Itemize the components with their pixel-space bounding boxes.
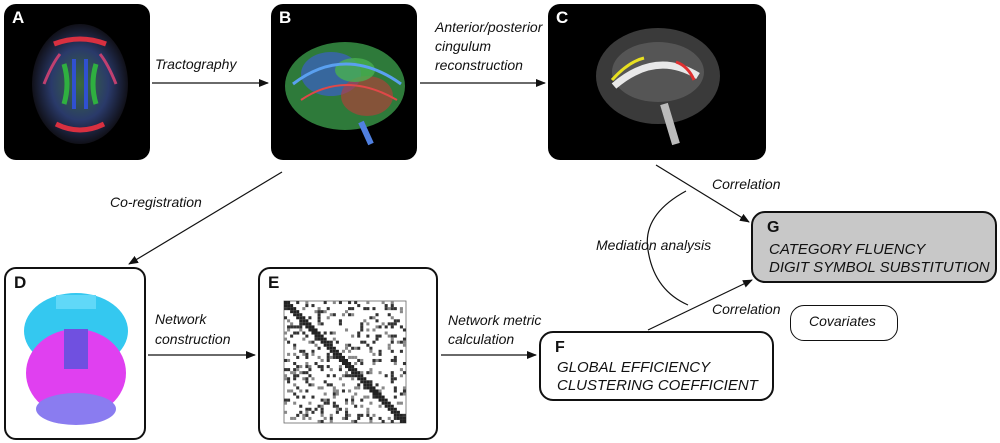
tractography-image — [285, 42, 405, 146]
cingulum-label-line2: cingulum — [435, 38, 492, 54]
global-efficiency-text: GLOBAL EFFICIENCY — [557, 359, 711, 376]
category-fluency-text: CATEGORY FLUENCY — [769, 241, 926, 258]
mediation-curve — [646, 190, 689, 306]
cingulum-label-line1: Anterior/posterior — [435, 19, 543, 35]
correlation-top-label: Correlation — [712, 176, 781, 192]
arrow-c-to-g — [655, 164, 750, 223]
dti-colormap-image — [32, 24, 128, 144]
box-f-label: F — [555, 339, 565, 356]
panel-d-atlas-image: D — [4, 267, 146, 440]
box-g-label: G — [767, 219, 780, 236]
network-construction-label-line1: Network — [155, 311, 207, 327]
panel-e-label: E — [268, 273, 280, 292]
digit-symbol-substitution-text: DIGIT SYMBOL SUBSTITUTION — [769, 259, 990, 276]
box-g-cognitive-measures: G CATEGORY FLUENCY DIGIT SYMBOL SUBSTITU… — [751, 211, 997, 283]
box-f-network-metrics: F GLOBAL EFFICIENCY CLUSTERING COEFFICIE… — [539, 331, 774, 401]
arrow-f-to-g — [647, 279, 753, 331]
panel-c-cingulum-image: C — [548, 4, 766, 160]
connectivity-matrix-image — [283, 300, 407, 424]
mediation-analysis-label: Mediation analysis — [596, 237, 712, 253]
sagittal-mri-image — [596, 28, 720, 146]
panel-a-dti-image: A — [4, 4, 150, 160]
network-construction-label-line2: construction — [155, 331, 231, 347]
tractography-label: Tractography — [155, 56, 237, 72]
cingulum-label-line3: reconstruction — [435, 57, 523, 73]
panel-e-matrix-image: E — [258, 267, 438, 440]
correlation-bottom-label: Correlation — [712, 301, 781, 317]
coregistration-label: Co-registration — [110, 194, 202, 210]
atlas-parcellation-image — [24, 293, 128, 425]
clustering-coefficient-text: CLUSTERING COEFFICIENT — [557, 377, 758, 394]
metric-calculation-label-line2: calculation — [448, 331, 515, 347]
covariates-text: Covariates — [809, 313, 876, 329]
panel-d-label: D — [14, 273, 27, 292]
covariates-box: Covariates — [790, 305, 898, 341]
panel-b-label: B — [279, 8, 292, 27]
arrow-b-to-d — [128, 171, 283, 265]
metric-calculation-label-line1: Network metric — [448, 312, 542, 328]
panel-b-tractography-image: B — [271, 4, 417, 160]
panel-c-label: C — [556, 8, 569, 27]
panel-a-label: A — [12, 8, 25, 27]
